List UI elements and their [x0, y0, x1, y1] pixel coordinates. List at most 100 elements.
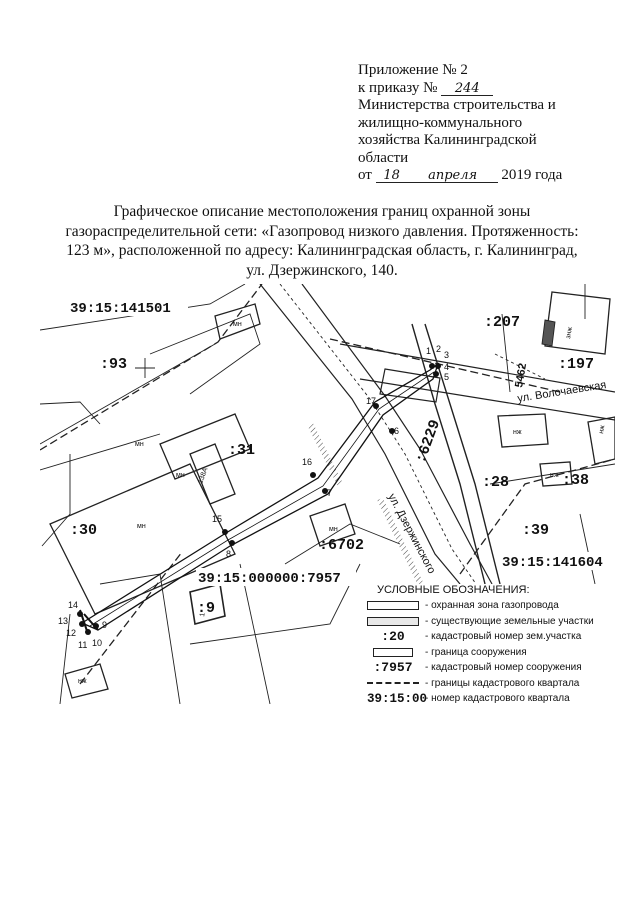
parcel-edge — [99, 573, 181, 704]
legend-symbol-parcel-number: :20 — [381, 629, 405, 645]
boundary-point — [435, 363, 441, 369]
quarter-boundary-line — [40, 284, 263, 451]
boundary-point — [77, 611, 83, 617]
building-label: мн — [135, 441, 144, 448]
point-label-16: 16 — [302, 457, 312, 467]
legend-item-parcel-number: :20 - кадастровый номер зем.участка — [367, 629, 617, 645]
parcel-edge — [284, 523, 401, 565]
point-label-1: 1 — [426, 346, 431, 356]
date-suffix: 2019 года — [501, 167, 563, 183]
legend-symbol-zone — [367, 601, 419, 611]
quarter-label-bg — [196, 568, 356, 586]
boundary-point — [93, 623, 99, 629]
point-label-3: 3 — [444, 350, 449, 360]
ministry-line-4: области — [358, 149, 409, 166]
date-day: 18 — [375, 169, 408, 183]
building-label: нж — [598, 424, 606, 434]
point-label-17: 17 — [366, 396, 376, 406]
parcel-6229-edge — [411, 323, 486, 585]
parcel-edge — [41, 454, 71, 547]
parcel-label-9: :9 — [197, 600, 215, 617]
title-line-2: газораспределительной сети: «Газопровод … — [65, 222, 579, 240]
parcel-label-197: :197 — [558, 356, 594, 373]
parcel-label-93: :93 — [100, 356, 127, 373]
point-label-2: 2 — [436, 344, 441, 354]
building-label: мн — [329, 526, 338, 533]
point-label-11: 11 — [78, 640, 87, 650]
map-base-lines — [40, 284, 615, 704]
point-label-8: 8 — [226, 549, 231, 559]
appendix-line: Приложение № 2 — [358, 62, 468, 78]
title-line-4: ул. Дзержинского, 140. — [246, 261, 398, 279]
building-label: мн — [233, 321, 242, 328]
point-label-6: 6 — [394, 426, 399, 436]
boundary-point — [373, 403, 379, 409]
parcel-edge — [40, 343, 216, 445]
building-outline — [49, 463, 236, 615]
parcel-label-28: :28 — [482, 474, 509, 491]
quarter-label-141501: 39:15:141501 — [70, 301, 171, 317]
quarter-label-bg — [500, 552, 615, 570]
ministry-line-3: хозяйства Калининградской — [358, 132, 537, 148]
date-prefix: от — [358, 167, 372, 183]
boundary-point — [389, 428, 395, 434]
boundary-point — [433, 371, 439, 377]
parcel-edge — [59, 613, 71, 704]
parcel-label-207: :207 — [484, 314, 520, 331]
parcel-label-6702: :6702 — [319, 537, 364, 554]
parcel-edge — [149, 313, 261, 395]
road-edge — [301, 284, 493, 585]
legend-item-protection-zone: - охранная зона газопровода — [367, 598, 617, 614]
point-label-15: 15 — [212, 514, 222, 524]
legend-item-quarter-boundary: - границы кадастрового квартала — [367, 676, 617, 692]
point-label-7: 7 — [327, 488, 332, 498]
legend-label: - границы кадастрового квартала — [425, 677, 580, 689]
legend-symbol-parcel — [367, 616, 419, 626]
point-label-12: 12 — [66, 628, 76, 638]
title-line-1: Графическое описание местоположения гран… — [113, 203, 531, 220]
quarter-boundary-line — [79, 551, 183, 685]
building-label: мн — [176, 472, 185, 479]
road-edge — [259, 284, 461, 585]
legend-item-structure-boundary: - граница сооружения — [367, 645, 617, 661]
point-label-10: 10 — [92, 638, 102, 648]
parcel-label-31: :31 — [228, 442, 255, 459]
parcel-label-30: :30 — [70, 522, 97, 539]
parcel-edge — [489, 463, 615, 485]
order-number-line: к приказу № 244 — [358, 80, 608, 98]
building-outline — [159, 413, 251, 480]
quarter-label-141604: 39:15:141604 — [502, 555, 603, 571]
street-labels: ул. Волочаевская ул. Дзержинского 5462 — [385, 362, 607, 575]
order-prefix: к приказу № — [358, 79, 438, 96]
building-label: нж — [550, 472, 559, 479]
cadastral-map: :93 :31 :30 :207 :197 :28 :38 :39 :6702 … — [40, 284, 615, 704]
legend-label: - кадастровый номер сооружения — [425, 662, 582, 674]
house-number: 5462 — [513, 362, 529, 388]
parcel-edge — [501, 313, 511, 393]
rail-band — [307, 422, 343, 486]
ministry-line-1: Министерства строительства и — [358, 97, 556, 113]
parcel-edge — [579, 513, 596, 585]
map-canvas: :93 :31 :30 :207 :197 :28 :38 :39 :6702 … — [40, 284, 615, 704]
legend-label: - номер кадастрового квартала — [425, 693, 570, 705]
date-month: апреля — [407, 169, 498, 183]
building-outline — [309, 503, 356, 547]
point-labels: 1 2 3 4 5 6 7 8 9 10 11 12 13 14 15 16 1… — [58, 344, 449, 650]
boundary-point — [222, 529, 228, 535]
legend-item-parcels: - существующие земельные участки — [367, 614, 617, 630]
building-outline — [214, 303, 261, 340]
building-label: знж — [565, 326, 574, 339]
boundary-point — [429, 363, 435, 369]
legend-label: - кадастровый номер зем.участка — [425, 631, 582, 643]
building-outline — [189, 582, 226, 626]
point-label-13: 13 — [58, 616, 68, 626]
boundary-points — [77, 363, 441, 635]
parcel-edge — [239, 563, 271, 704]
building-outline — [189, 443, 236, 505]
parcel-edge — [40, 284, 246, 331]
street-edge — [339, 343, 615, 393]
boundary-point — [229, 540, 235, 546]
boundary-point — [85, 629, 91, 635]
legend-symbol-dashed — [367, 682, 419, 685]
